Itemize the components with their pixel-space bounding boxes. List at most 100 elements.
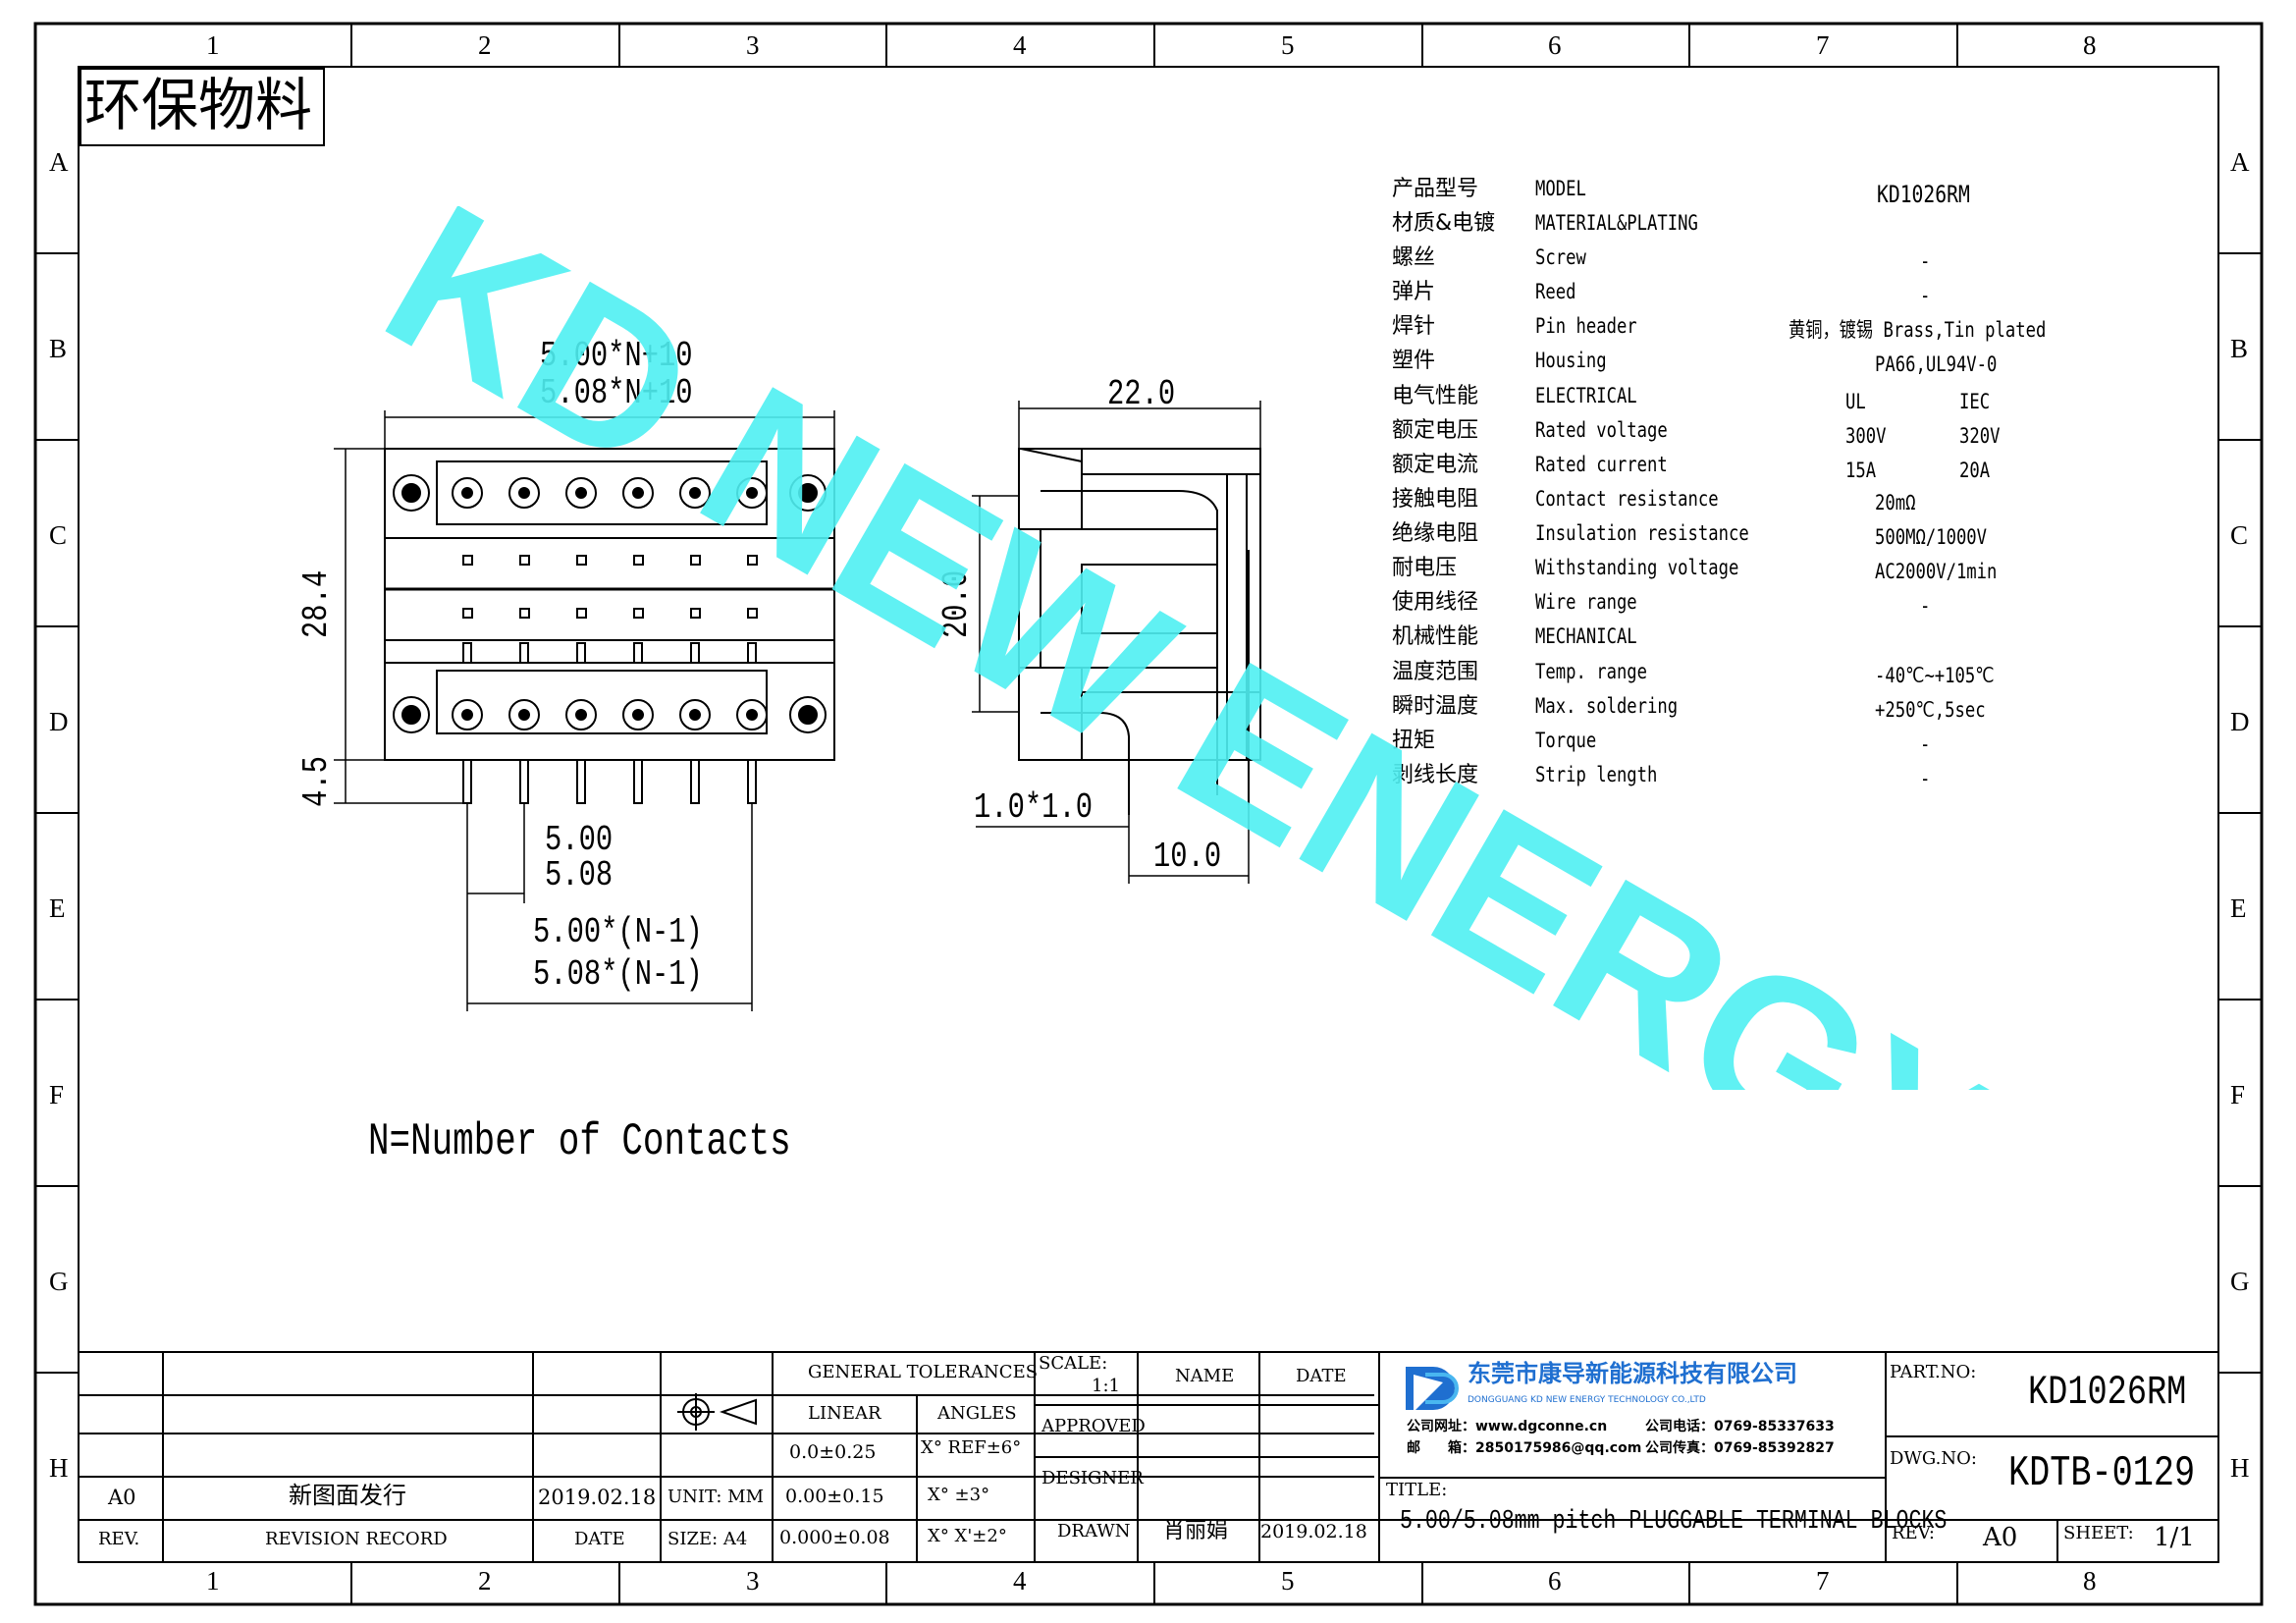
spec-value: UL	[1845, 390, 1866, 413]
spec-label-en: Max. soldering	[1535, 694, 1679, 718]
unit-label: UNIT: MM	[667, 1487, 765, 1507]
spec-label-en: MODEL	[1535, 177, 1586, 200]
dim-span-1: 5.00*(N-1)	[533, 912, 703, 952]
row-label: C	[49, 520, 68, 550]
spec-value: 20mΩ	[1875, 491, 1916, 514]
tol-linear-3: 0.000±0.08	[779, 1527, 890, 1548]
row-label: E	[49, 893, 66, 923]
spec-label-en: Pin header	[1535, 314, 1637, 338]
dim-top-total-2: 5.08*N+10	[540, 373, 693, 413]
row-label: H	[2230, 1453, 2250, 1483]
angles-label: ANGLES	[937, 1403, 1017, 1424]
company-website: 公司网址：www.dgconne.cn	[1407, 1419, 1608, 1434]
spec-label-cn: 额定电流	[1392, 453, 1479, 477]
dwg-no-value: KDTB-0129	[2008, 1449, 2196, 1498]
row-label: D	[2230, 707, 2250, 736]
row-label: H	[49, 1453, 69, 1483]
date-column-label: DATE	[1296, 1366, 1347, 1386]
col-label: 7	[1816, 30, 1830, 60]
company-name-en: DONGGUANG KD NEW ENERGY TECHNOLOGY CO.,L…	[1468, 1395, 1706, 1405]
spec-value: -	[1920, 767, 1931, 790]
scale-value: 1:1	[1092, 1376, 1120, 1396]
col-label: 1	[206, 30, 220, 60]
spec-label-cn: 产品型号	[1392, 177, 1479, 201]
spec-value: 黄铜，镀锡 Brass,Tin plated	[1789, 318, 2047, 342]
row-label: B	[49, 334, 68, 363]
col-label: 4	[1013, 30, 1027, 60]
sheet-value: 1/1	[2154, 1523, 2195, 1552]
rev-box-value: A0	[1983, 1523, 2018, 1552]
spec-label-cn: 弹片	[1392, 280, 1436, 304]
spec-label-cn: 使用线径	[1392, 590, 1479, 615]
row-label: F	[2230, 1080, 2246, 1109]
designer-label: DESIGNER	[1041, 1468, 1144, 1488]
col-label: 1	[206, 1566, 220, 1596]
front-dimensions	[334, 410, 835, 1011]
spec-label-cn: 电气性能	[1392, 384, 1479, 408]
spec-value: -	[1920, 284, 1931, 307]
dim-pitch-2: 5.08	[545, 855, 614, 895]
col-label: 7	[1816, 1566, 1830, 1596]
approved-label: APPROVED	[1041, 1416, 1146, 1436]
tol-angle-3: X° X'±2°	[928, 1526, 1007, 1546]
row-label: D	[49, 707, 69, 736]
row-label: B	[2230, 334, 2249, 363]
drawn-name: 肖丽娟	[1163, 1519, 1229, 1543]
side-view	[1018, 448, 1261, 815]
spec-label-en: Rated voltage	[1535, 418, 1668, 442]
spec-label-en: MECHANICAL	[1535, 624, 1637, 648]
spec-label-en: Rated current	[1535, 453, 1668, 476]
spec-label-en: Wire range	[1535, 590, 1637, 614]
spec-value: -	[1920, 249, 1931, 273]
name-column-label: NAME	[1175, 1366, 1235, 1386]
projection-symbol	[677, 1393, 757, 1431]
col-label: 4	[1013, 1566, 1027, 1596]
spec-label-cn: 额定电压	[1392, 418, 1479, 443]
dim-side-width: 22.0	[1107, 374, 1176, 414]
contacts-note: N=Number of Contacts	[368, 1116, 791, 1167]
spec-label-en: Contact resistance	[1535, 487, 1719, 511]
dim-height: 28.4	[296, 569, 337, 638]
col-label: 6	[1548, 1566, 1562, 1596]
side-dimensions	[972, 401, 1261, 884]
spec-label-en: Strip length	[1535, 763, 1658, 786]
spec-label-en: Reed	[1535, 280, 1576, 303]
spec-value-iec: 320V	[1959, 424, 2001, 448]
spec-label-cn: 耐电压	[1392, 556, 1458, 580]
row-label: F	[49, 1080, 65, 1109]
size-label: SIZE: A4	[667, 1529, 748, 1549]
spec-value: 15A	[1845, 459, 1877, 482]
general-tolerances-label: GENERAL TOLERANCES	[808, 1362, 1039, 1382]
spec-label-cn: 螺丝	[1392, 245, 1436, 270]
spec-value: KD1026RM	[1877, 181, 1970, 208]
spec-label-en: Insulation resistance	[1535, 521, 1749, 545]
row-label: G	[49, 1267, 69, 1296]
spec-label-cn: 瞬时温度	[1392, 694, 1479, 719]
spec-label-en: Screw	[1535, 245, 1586, 269]
spec-label-en: ELECTRICAL	[1535, 384, 1637, 407]
tol-angle-1: X° REF±6°	[921, 1437, 1022, 1458]
company-logo-mark	[1406, 1367, 1459, 1412]
spec-value: +250℃,5sec	[1875, 698, 1986, 722]
row-label: A	[2230, 147, 2250, 177]
rev-box-label: REV:	[1892, 1523, 1935, 1543]
dim-pin-section: 1.0*1.0	[974, 787, 1093, 828]
spec-value: AC2000V/1min	[1875, 560, 1998, 583]
spec-label-en: Housing	[1535, 349, 1607, 372]
title-block-lines	[79, 1351, 2218, 1562]
spec-value-iec: IEC	[1959, 390, 1991, 413]
spec-label-cn: 接触电阻	[1392, 487, 1479, 512]
spec-label-cn: 剥线长度	[1392, 763, 1479, 787]
spec-label-cn: 焊针	[1392, 314, 1436, 339]
col-label: 5	[1281, 30, 1295, 60]
company-name-cn: 东莞市康导新能源科技有限公司	[1468, 1360, 1797, 1387]
title-label: TITLE:	[1386, 1480, 1448, 1500]
col-label: 5	[1281, 1566, 1295, 1596]
scale-label: SCALE:	[1039, 1353, 1108, 1374]
spec-value-iec: 20A	[1959, 459, 1991, 482]
col-label: 8	[2083, 30, 2097, 60]
spec-label-cn: 塑件	[1392, 349, 1436, 373]
row-label: E	[2230, 893, 2247, 923]
spec-value: 500MΩ/1000V	[1875, 525, 1988, 549]
